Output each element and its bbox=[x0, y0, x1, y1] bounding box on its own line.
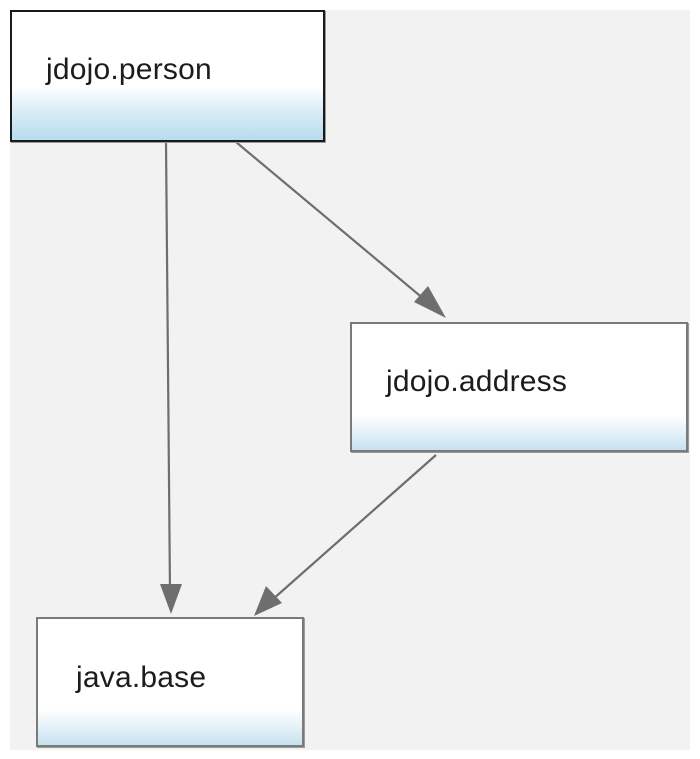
module-label: jdojo.person bbox=[46, 53, 212, 86]
module-node-jdojo-address[interactable]: jdojo.address bbox=[350, 322, 688, 452]
edge-person-to-base[interactable] bbox=[160, 141, 182, 614]
module-node-java-base[interactable]: java.base bbox=[36, 617, 304, 747]
module-label: java.base bbox=[76, 661, 207, 694]
module-label: jdojo.address bbox=[386, 365, 568, 398]
module-node-jdojo-person[interactable]: jdojo.person bbox=[10, 10, 325, 142]
edge-person-to-address[interactable] bbox=[235, 141, 446, 318]
edge-address-to-base[interactable] bbox=[254, 454, 437, 616]
